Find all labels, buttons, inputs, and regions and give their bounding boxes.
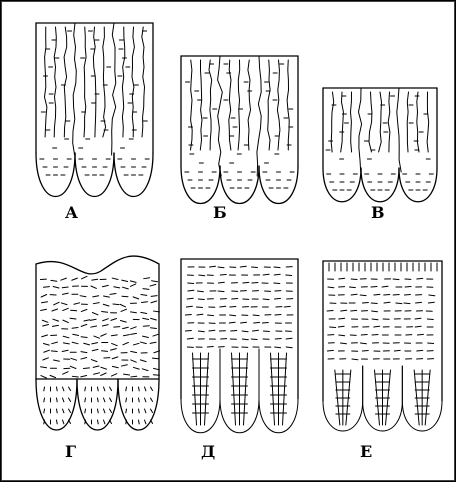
panel-label-a: А: [65, 205, 78, 221]
panel-label-v: В: [371, 205, 385, 221]
panel-label-b: Б: [213, 205, 227, 221]
panel-label-g: Г: [65, 444, 76, 460]
panel-d-block: [181, 259, 298, 433]
panel-label-e: Е: [360, 444, 372, 460]
panel-g-block: [36, 256, 160, 430]
panel-label-d: Д: [201, 444, 215, 460]
panel-b-columns: [181, 56, 298, 204]
panel-e-block: [323, 261, 442, 431]
panel-a-columns: [36, 23, 153, 197]
panel-v-columns: [323, 88, 437, 202]
